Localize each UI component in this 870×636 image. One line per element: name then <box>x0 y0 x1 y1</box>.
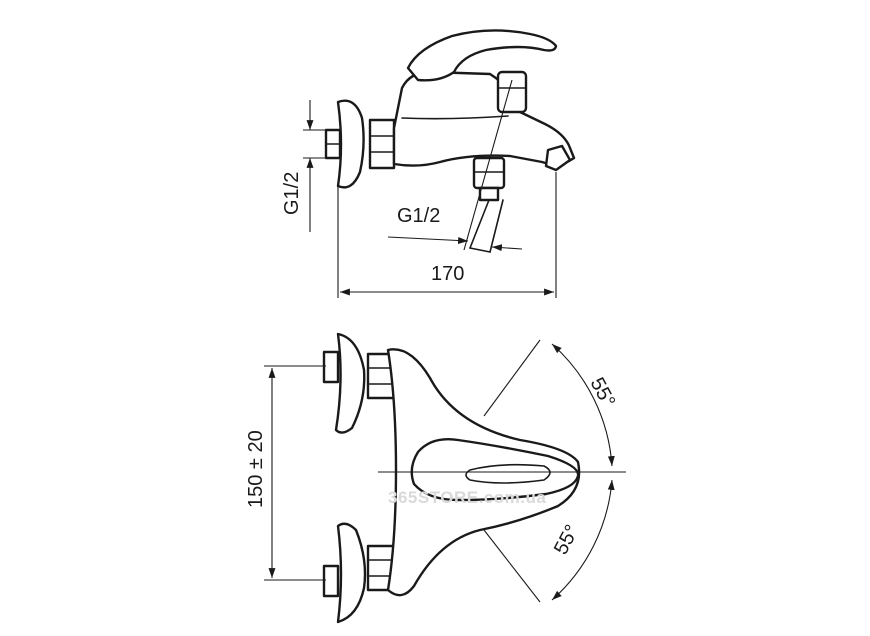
side-spout-tip <box>544 144 572 172</box>
side-diverter-knob <box>496 70 528 114</box>
thread-side-label: G1/2 <box>281 172 303 215</box>
side-hex-nut <box>368 118 396 170</box>
top-lever-slot <box>465 463 551 484</box>
spacing-label: 150 ± 20 <box>245 430 267 508</box>
length-label: 170 <box>431 263 464 285</box>
side-axis-line <box>463 79 513 251</box>
side-wall-flange <box>336 99 365 189</box>
top-view: 55° 55° 150 ± 20 <box>245 332 626 624</box>
thread-bottom-label: G1/2 <box>397 205 440 227</box>
watermark-text: 365STORE.com.ua <box>388 488 546 507</box>
side-lever-handle <box>406 29 558 82</box>
top-lower-flange <box>336 522 367 624</box>
top-upper-flange <box>334 332 366 434</box>
angle-top-label: 55° <box>586 374 620 411</box>
angle-bottom-label: 55° <box>550 521 584 558</box>
side-view: G1/2 G1/2 170 <box>281 29 576 298</box>
